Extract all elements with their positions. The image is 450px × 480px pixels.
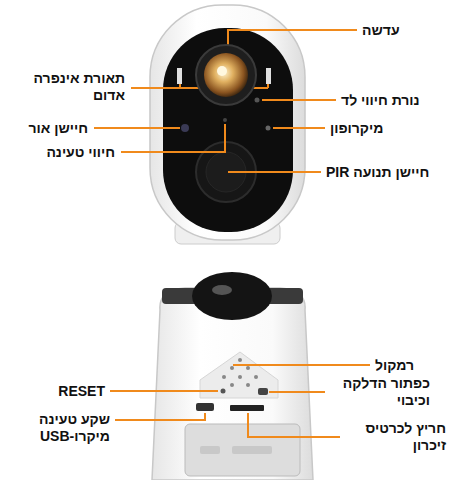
infrared-led (177, 68, 182, 84)
dome-highlight (212, 285, 232, 295)
speaker-hole (254, 375, 258, 379)
leader-line (269, 391, 325, 393)
leader-line (248, 413, 340, 437)
leader-line (121, 124, 225, 152)
leader-line (233, 364, 370, 366)
callout-label: חיווי טעינה (46, 144, 115, 161)
speaker-hole (230, 383, 234, 387)
leader-lines (94, 100, 336, 172)
lens-ring (196, 45, 256, 105)
speaker-hole (246, 383, 250, 387)
usb-port (196, 403, 214, 411)
infrared-led (266, 68, 271, 84)
callout-label: חריץ לכרטיס זיכרון (346, 420, 446, 454)
camera-face (163, 28, 293, 232)
callout-label: רמקול (375, 357, 414, 374)
speaker-hole (222, 375, 226, 379)
leader-line (94, 127, 180, 129)
cover-flap (185, 424, 300, 476)
speaker-hole (238, 375, 242, 379)
leader-line (273, 127, 325, 129)
camera-dome (192, 272, 272, 320)
microphone (266, 126, 271, 131)
callout-label: כפתור הדלקה וכיבוי (330, 375, 430, 409)
callout-label: תאורת אינפרה אדום (17, 70, 125, 104)
speaker-holes (222, 358, 258, 387)
callout-label: שקע טעינה מיקרו-USB (12, 411, 110, 445)
leader-line (115, 413, 205, 420)
leader-line (228, 30, 357, 50)
callout-label: חיישן תנועה PIR (326, 164, 429, 181)
light-sensor (181, 124, 189, 132)
card-slot (230, 405, 264, 411)
power-button (258, 388, 268, 395)
callout-label: מיקרופון (330, 120, 383, 137)
leader-lines (110, 365, 370, 437)
leader-line (110, 390, 218, 392)
leader-line (262, 99, 336, 101)
leader-line (228, 171, 321, 173)
flap-notch (232, 446, 272, 454)
charge-indicator (223, 118, 227, 122)
lens-highlight (217, 66, 227, 76)
reset-hole (221, 389, 226, 394)
flap-notch (200, 446, 220, 454)
callout-label: חיישן אור (29, 120, 88, 137)
speaker-hole (230, 366, 234, 370)
speaker-hole (238, 358, 242, 362)
speaker-hole (246, 366, 250, 370)
led-indicator (255, 98, 260, 103)
callout-label: נורת חיווי לד (341, 92, 420, 109)
callout-label: עדשה (362, 22, 400, 39)
callout-label: RESET (58, 383, 105, 400)
lens (204, 53, 248, 97)
